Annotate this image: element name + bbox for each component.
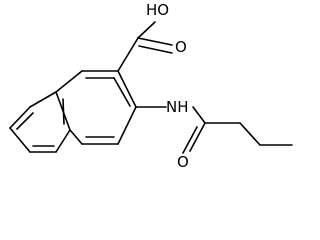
acid-carbonyl-oxygen-label: O — [175, 38, 187, 56]
naphthalene-right-ring — [55, 70, 137, 145]
carboxylic-acid-group — [117, 21, 173, 72]
chemical-structure-diagram: HO O NH O — [9, 1, 293, 171]
naphthalene-left-ring — [9, 91, 71, 153]
amide-nh-label: NH — [166, 98, 189, 116]
amide-carbonyl-oxygen-label: O — [177, 153, 189, 171]
amide-linkage — [135, 106, 206, 154]
propyl-chain — [204, 122, 293, 146]
hydroxyl-label: HO — [146, 1, 169, 19]
